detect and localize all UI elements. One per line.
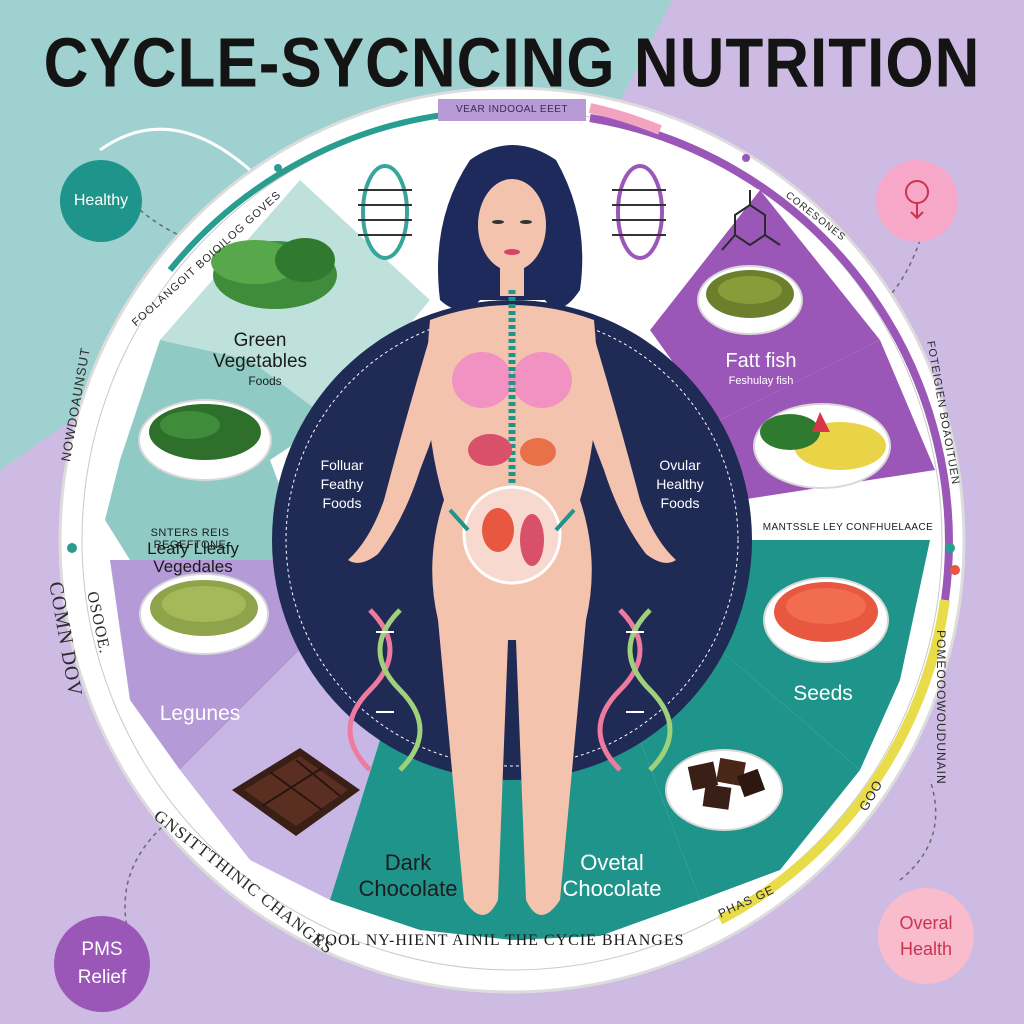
hormone-graphic-left bbox=[358, 164, 412, 260]
lentil-band-label: MANTSSLE LEY CONFHUELAACE bbox=[762, 522, 934, 533]
ring-text-right-2: POMEOOOWOUDUNAIN bbox=[934, 630, 948, 785]
ring-text-bottom: FOOL NY-HIENT AINIL THE CYCIE BHANGES bbox=[315, 932, 685, 949]
woman-figure bbox=[348, 145, 676, 915]
chocolate-bar-icon bbox=[232, 748, 360, 836]
uterus-badge bbox=[876, 160, 958, 242]
segment-leafy bbox=[105, 460, 300, 560]
hormone-graphic-right bbox=[612, 164, 666, 260]
ovetal-chocolate-label: Ovetal Chocolate bbox=[562, 850, 662, 901]
page-title: CYCLE-SYCNCING NUTRITION bbox=[43, 24, 981, 103]
green-vegetables-label: Green Vegetables bbox=[212, 330, 308, 372]
peas-bowl-icon bbox=[697, 265, 803, 335]
legumes-label: Legunes bbox=[159, 702, 241, 725]
overall-label: Overal bbox=[899, 913, 953, 933]
overall-health-badge: Overal Health bbox=[878, 888, 974, 984]
molecule-icon bbox=[721, 190, 781, 251]
dna-helix-left-icon bbox=[347, 608, 423, 772]
fatt-fish-sublabel: Feshulay fish bbox=[728, 375, 794, 387]
segment-lentil-band bbox=[740, 470, 935, 540]
pms-relief-badge: PMS Relief bbox=[54, 916, 150, 1012]
healthy-badge: Healthy bbox=[60, 160, 142, 242]
greens-bowl-icon bbox=[138, 399, 272, 481]
leafy-vegetables-label: Leafy Lleafy Vegedales bbox=[147, 539, 239, 576]
healthy-label: Healthy bbox=[73, 192, 129, 209]
ovular-foods-label: Ovular Healthy Foods bbox=[656, 457, 704, 511]
uterus-icon bbox=[905, 180, 929, 220]
top-tag: VEAR INDOOAL EEET bbox=[438, 99, 586, 121]
spinach-leaves-icon bbox=[211, 238, 337, 309]
health-label: Health bbox=[899, 939, 952, 959]
relief-label: Relief bbox=[77, 967, 127, 988]
seeds-label: Seeds bbox=[793, 682, 853, 705]
legumes-bowl-icon bbox=[139, 573, 269, 655]
green-vegetables-sublabel: Foods bbox=[248, 374, 282, 388]
pms-label: PMS bbox=[81, 939, 123, 960]
fatt-fish-label: Fatt fish bbox=[725, 350, 797, 372]
leafy-band-label: SNTERS REIS REGEFTONE bbox=[150, 527, 230, 551]
seeds-bowl-icon bbox=[763, 577, 889, 663]
salad-bowl-icon bbox=[753, 403, 891, 489]
follicular-foods-label: Folluar Feathy Foods bbox=[320, 457, 364, 511]
dna-helix-right-icon bbox=[597, 608, 673, 772]
chocolate-bowl-icon bbox=[665, 749, 783, 831]
dark-chocolate-label: Dark Chocolate bbox=[358, 850, 458, 901]
